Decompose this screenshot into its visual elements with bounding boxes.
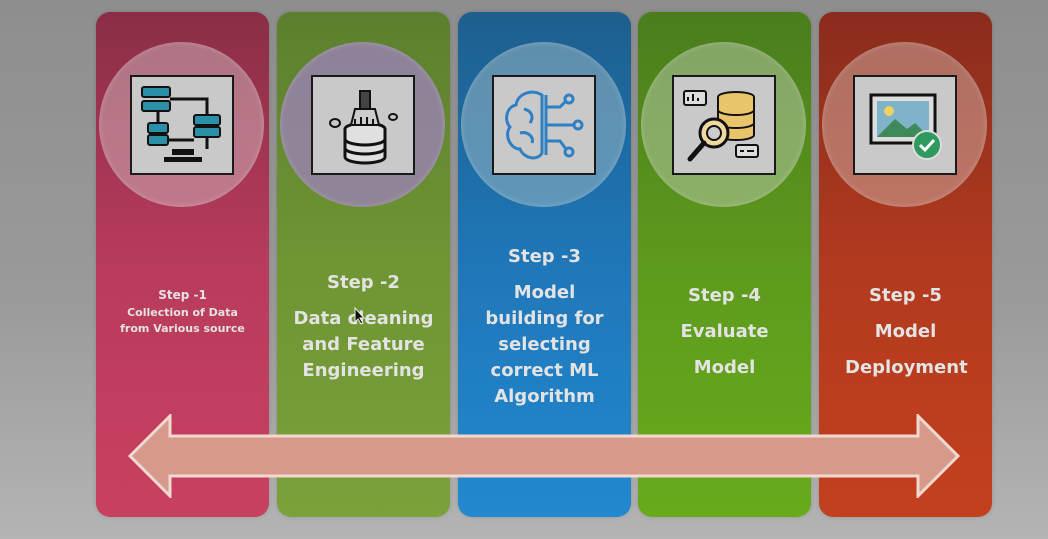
step-3-column: Step -3 Model building for selecting cor… bbox=[458, 12, 631, 517]
step-4-circle bbox=[641, 42, 806, 207]
step-4-text: Step -4 Evaluate Model bbox=[638, 278, 811, 386]
step-1-text: Step -1 Collection of Data from Various … bbox=[96, 286, 269, 337]
step-5-description: Model Deployment bbox=[845, 321, 968, 378]
step-3-title: Step -3 bbox=[508, 246, 581, 267]
step-1-circle bbox=[99, 42, 264, 207]
step-5-circle bbox=[822, 42, 987, 207]
step-3-circle bbox=[461, 42, 626, 207]
step-5-column: Step -5 Model Deployment bbox=[819, 12, 992, 517]
double-arrow-icon bbox=[128, 414, 960, 498]
step-1-description: Collection of Data from Various source bbox=[120, 306, 245, 335]
step-2-description: Data cleaning and Feature Engineering bbox=[293, 308, 434, 381]
step-1-title: Step -1 bbox=[158, 288, 207, 302]
evaluate-database-icon bbox=[671, 74, 776, 175]
step-5-text: Step -5 Model Deployment bbox=[819, 278, 992, 386]
step-1-column: Step -1 Collection of Data from Various … bbox=[96, 12, 269, 517]
step-3-description: Model building for selecting correct ML … bbox=[485, 282, 604, 407]
step-2-circle bbox=[280, 42, 445, 207]
mouse-cursor-icon bbox=[354, 307, 366, 325]
step-4-title: Step -4 bbox=[688, 285, 761, 306]
brain-circuit-icon bbox=[491, 74, 596, 175]
data-cleaning-icon bbox=[310, 74, 415, 175]
step-2-text: Step -2 Data cleaning and Feature Engine… bbox=[277, 270, 450, 384]
step-2-column: Step -2 Data cleaning and Feature Engine… bbox=[277, 12, 450, 517]
data-collection-icon bbox=[129, 74, 234, 175]
step-2-title: Step -2 bbox=[327, 272, 400, 293]
step-4-description: Evaluate Model bbox=[680, 321, 769, 378]
step-3-text: Step -3 Model building for selecting cor… bbox=[458, 244, 631, 410]
step-4-column: Step -4 Evaluate Model bbox=[638, 12, 811, 517]
step-5-title: Step -5 bbox=[869, 285, 942, 306]
deployment-image-icon bbox=[852, 74, 957, 175]
